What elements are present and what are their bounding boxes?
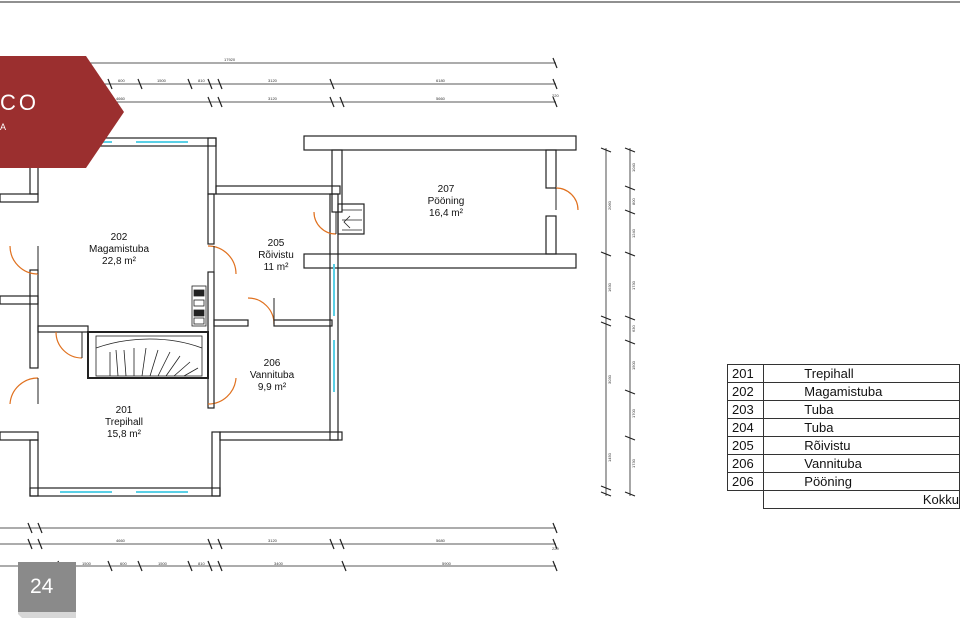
dim-bottom-4: 220 (552, 546, 559, 551)
legend-total-row: Kokku (728, 490, 960, 509)
dim-bottom-5: 1500 (82, 561, 92, 566)
windows (60, 141, 335, 493)
dimension-lines-right (600, 147, 636, 497)
room-number: 207 (437, 184, 455, 195)
room-name: Magamistuba (88, 244, 150, 255)
dim-right-5: 1040 (631, 162, 636, 172)
legend-number: 203 (726, 400, 765, 419)
staircase (87, 331, 209, 379)
room-label-205: 205 Rõivistu 11 m² (246, 238, 306, 274)
legend-number: 201 (726, 364, 765, 383)
dim-top-8: 5660 (436, 96, 446, 101)
room-name: Pööning (427, 196, 465, 207)
room-area: 16,4 m² (429, 208, 463, 219)
room-area: 9,9 m² (257, 382, 287, 393)
dim-right-10: 1500 (631, 360, 636, 370)
dim-right-11: 1700 (631, 408, 636, 418)
vent-stack (191, 285, 207, 327)
legend-name: Trepihall (763, 364, 960, 383)
walls (0, 135, 577, 497)
room-area: 15,8 m² (107, 429, 141, 440)
dim-right-8: 1730 (631, 280, 636, 290)
page-number-badge (18, 562, 76, 618)
legend-name: Vannituba (763, 454, 960, 473)
room-label-206: 206 Vannituba 9,9 m² (242, 358, 302, 394)
dim-right-2: 1630 (607, 282, 612, 292)
room-name: Vannituba (249, 370, 295, 381)
room-number: 205 (267, 238, 285, 249)
legend-total: Kokku (763, 490, 960, 509)
room-number: 201 (115, 405, 133, 416)
room-name: Rõivistu (258, 250, 294, 261)
dim-right-12: 1730 (631, 458, 636, 468)
dim-bottom-3: 5680 (436, 538, 446, 543)
room-number: 206 (263, 358, 281, 369)
dim-right-9: 630 (631, 325, 636, 332)
legend-name: Rõivistu (763, 436, 960, 455)
dim-bottom-7: 1500 (158, 561, 168, 566)
dim-top-3: 810 (198, 78, 205, 83)
legend-number: 204 (726, 418, 765, 437)
legend-name: Tuba (763, 418, 960, 437)
room-label-201: 201 Trepihall 15,8 m² (94, 405, 154, 441)
wall-bottom (29, 487, 221, 497)
doors (9, 187, 579, 405)
legend-name: Tuba (763, 400, 960, 419)
room-number: 202 (110, 232, 128, 243)
dim-right-7: 1240 (631, 228, 636, 238)
dim-bottom-9: 3400 (274, 561, 284, 566)
legend-number: 206 (726, 472, 765, 491)
dim-right-1: 2060 (607, 200, 612, 210)
brand-text: CO (0, 90, 39, 115)
dim-top-total: 17920 (224, 57, 236, 62)
legend-number: 202 (726, 382, 765, 401)
dim-bottom-8: 810 (198, 561, 205, 566)
door-leaves (37, 188, 557, 404)
room-area: 11 m² (263, 262, 289, 273)
page-number: 24 (30, 575, 54, 598)
legend-name: Pööning (763, 472, 960, 491)
room-name: Trepihall (105, 417, 143, 428)
dim-bottom-2: 3120 (268, 538, 278, 543)
attic-stair-arrow (342, 209, 362, 231)
dim-top-9: 220 (552, 93, 559, 98)
brand-badge (0, 56, 124, 168)
dimension-text-right: 2060 1630 3030 1450 1040 800 1240 1730 6… (607, 162, 636, 468)
legend-number: 205 (726, 436, 765, 455)
dim-top-5: 6180 (436, 78, 446, 83)
dim-right-4: 1450 (607, 452, 612, 462)
dimension-text-bottom: 4660 3120 5680 220 1500 600 1500 810 340… (82, 538, 559, 566)
room-label-207: 207 Pööning 16,4 m² (416, 184, 476, 220)
dim-top-6: 4660 (116, 96, 126, 101)
dimension-lines-bottom (0, 522, 558, 572)
dim-top-1: 600 (118, 78, 125, 83)
dim-right-6: 800 (631, 198, 636, 205)
legend-name: Magamistuba (763, 382, 960, 401)
dim-right-3: 3030 (607, 374, 612, 384)
dimension-text-top: 17920 600 1500 810 3120 6180 4660 3120 5… (116, 57, 559, 101)
dim-top-4: 3120 (268, 78, 278, 83)
dim-top-2: 1500 (157, 78, 167, 83)
dim-bottom-1: 4660 (116, 538, 126, 543)
brand-subtext: A (0, 122, 7, 132)
room-area: 22,8 m² (102, 256, 136, 267)
dim-bottom-6: 600 (120, 561, 127, 566)
legend-number: 206 (726, 454, 765, 473)
room-label-202: 202 Magamistuba 22,8 m² (84, 232, 154, 268)
dim-top-7: 3120 (268, 96, 278, 101)
dim-bottom-10: 5900 (442, 561, 452, 566)
